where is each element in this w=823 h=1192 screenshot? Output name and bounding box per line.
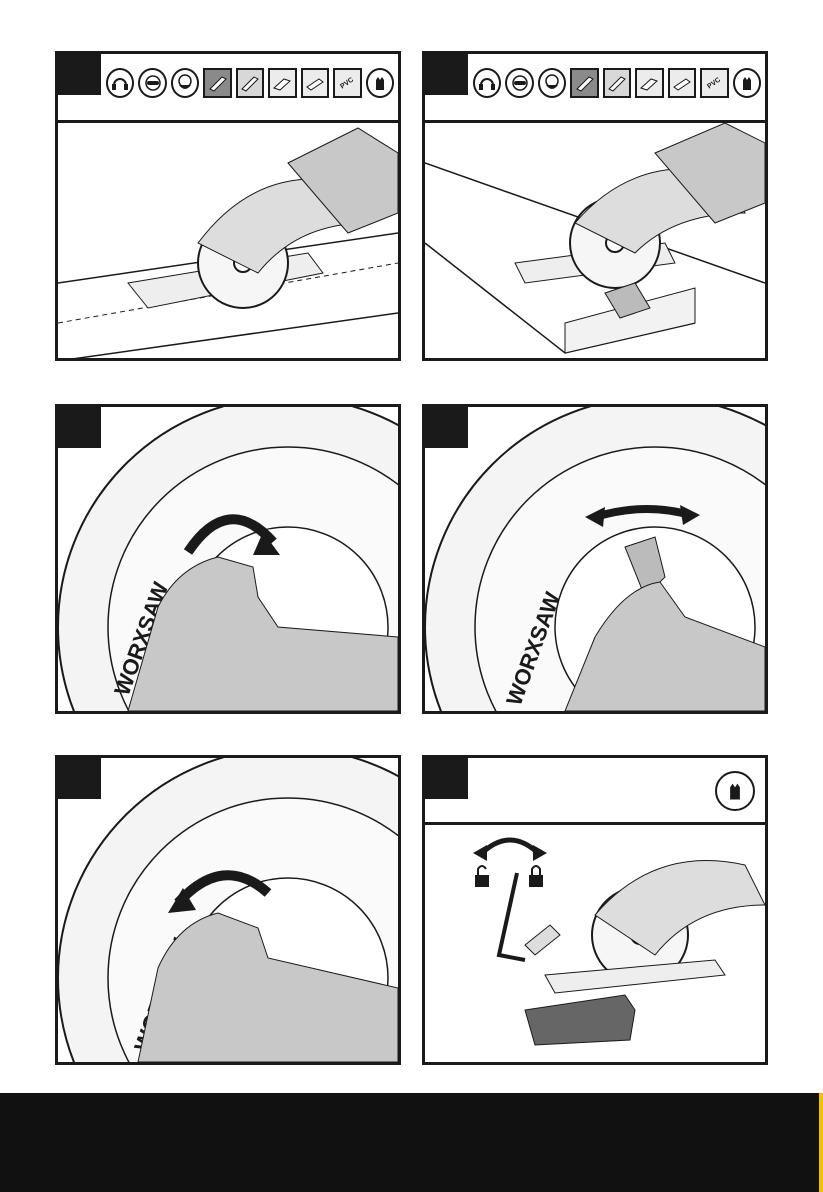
panel-2: PVC [422, 51, 768, 361]
eye-protection-icon [505, 68, 533, 98]
parallel-guide-hex-key-illustration [425, 825, 765, 1065]
unlock-icon [475, 866, 489, 887]
saw-with-guide-illustration [425, 123, 765, 361]
gloves-icon [715, 771, 755, 811]
panel-1: PVC [55, 51, 401, 361]
step-number-box [55, 404, 101, 448]
laminate-material-icon [603, 68, 631, 98]
footer-accent-stripe [819, 1093, 823, 1192]
eye-protection-icon [138, 68, 166, 98]
step-number-box [55, 755, 101, 799]
blade-guard-return-illustration: WORXSAW [58, 758, 398, 1062]
step-number-box [422, 404, 468, 448]
safety-icon-strip: PVC [106, 68, 398, 98]
panel-3: WORXSAW [55, 404, 401, 714]
ear-protection-icon [106, 68, 134, 98]
panel-6 [422, 755, 768, 1065]
blade-guard-slide-illustration: WORXSAW [425, 407, 765, 711]
metal-material-icon [301, 68, 329, 98]
dust-mask-icon [171, 68, 199, 98]
saw-cutting-illustration [58, 123, 398, 361]
footer-bar [0, 1093, 823, 1192]
wood-material-icon [570, 68, 598, 98]
gloves-icon [733, 68, 761, 98]
laminate-material-icon [236, 68, 264, 98]
metal-material-icon [668, 68, 696, 98]
pvc-pipe-icon: PVC [333, 68, 361, 98]
dust-mask-icon [538, 68, 566, 98]
gloves-icon [366, 68, 394, 98]
pvc-pipe-icon: PVC [700, 68, 728, 98]
ear-protection-icon [473, 68, 501, 98]
tile-material-icon [635, 68, 663, 98]
tile-material-icon [268, 68, 296, 98]
panel-5: WORXSAW [55, 755, 401, 1065]
panel-4: WORXSAW [422, 404, 768, 714]
step-number-box [55, 51, 101, 95]
safety-icon-strip: PVC [473, 68, 765, 98]
step-number-box [422, 51, 468, 95]
step-number-box [422, 755, 468, 799]
blade-guard-rotate-illustration: WORXSAW [58, 407, 398, 711]
wood-material-icon [203, 68, 231, 98]
lock-icon [529, 866, 543, 887]
